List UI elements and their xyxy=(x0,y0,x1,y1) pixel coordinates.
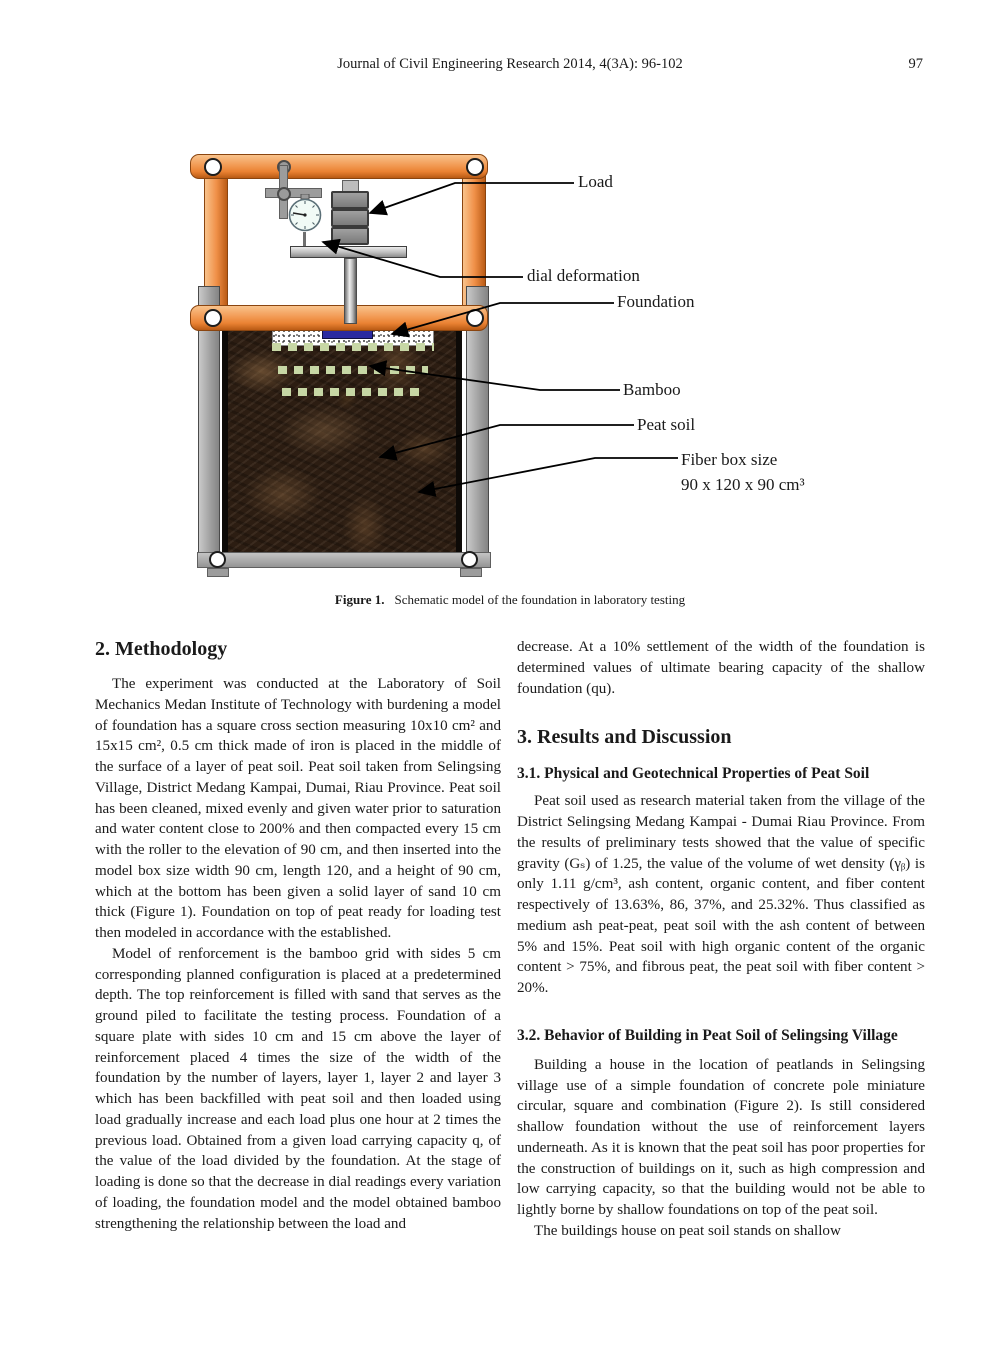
dial-support-arm xyxy=(265,188,322,198)
label-dial-deformation: dial deformation xyxy=(527,266,640,285)
figure-schematic: Load dial deformation Foundation Bamboo … xyxy=(190,140,950,600)
bamboo-row xyxy=(272,343,434,351)
figure-caption-text: Schematic model of the foundation in lab… xyxy=(394,592,686,607)
subsection-heading-3-1: 3.1. Physical and Geotechnical Propertie… xyxy=(517,765,870,783)
dial-gauge-face xyxy=(288,193,322,232)
label-fiber-box-line2: 90 x 120 x 90 cm³ xyxy=(681,475,805,494)
frame-mid-beam xyxy=(190,305,488,331)
figure-callout-arrows xyxy=(321,182,678,497)
bolt xyxy=(204,158,222,176)
dial-support-joint xyxy=(277,187,291,201)
frame-top-beam xyxy=(190,154,488,179)
loading-shaft xyxy=(344,258,357,324)
bolt xyxy=(209,551,226,568)
bolt xyxy=(461,551,478,568)
methodology-continuation: decrease. At a 10% settlement of the wid… xyxy=(517,639,925,697)
load-weight xyxy=(331,209,369,227)
figure-caption-label: Figure 1. xyxy=(334,592,385,607)
results-3-2-paragraph-2: The buildings house on peat soil stands … xyxy=(534,1222,841,1239)
column-right: decrease. At a 10% settlement of the wid… xyxy=(517,637,925,1242)
journal-title: Journal of Civil Engineering Research 20… xyxy=(337,56,683,72)
label-fiber-box: Fiber box size 90 x 120 x 90 cm³ xyxy=(681,447,805,497)
bolt xyxy=(204,309,222,327)
loading-plate xyxy=(290,246,407,258)
figure-caption: Figure 1. Schematic model of the foundati… xyxy=(95,592,925,608)
label-load: Load xyxy=(578,172,613,191)
bamboo-row xyxy=(278,366,428,374)
box-foot xyxy=(460,568,482,577)
page-header: Journal of Civil Engineering Research 20… xyxy=(95,56,925,76)
column-left: 2. Methodology The experiment was conduc… xyxy=(95,637,501,1234)
dial-gauge xyxy=(285,193,325,234)
section-heading-results: 3. Results and Discussion xyxy=(517,726,732,749)
dial-stem xyxy=(303,232,306,254)
subsection-heading-3-2: 3.2. Behavior of Building in Peat Soil o… xyxy=(517,1026,898,1044)
page-number: 97 xyxy=(908,56,924,72)
bamboo-row xyxy=(282,388,424,396)
results-3-1-paragraph: Peat soil used as research material take… xyxy=(517,793,925,996)
section-heading-methodology: 2. Methodology xyxy=(95,638,228,660)
label-bamboo: Bamboo xyxy=(623,380,681,399)
label-fiber-box-line1: Fiber box size xyxy=(681,450,778,469)
methodology-paragraph-1: The experiment was conducted at the Labo… xyxy=(95,676,501,941)
load-weight xyxy=(331,191,369,209)
methodology-paragraph-2: Model of renforcement is the bamboo grid… xyxy=(95,945,501,1232)
box-bottom-bar xyxy=(197,552,491,568)
label-peat-soil: Peat soil xyxy=(637,415,696,434)
label-foundation: Foundation xyxy=(617,292,695,311)
box-foot xyxy=(207,568,229,577)
bolt xyxy=(466,158,484,176)
results-3-2-paragraph-1: Building a house in the location of peat… xyxy=(517,1056,925,1218)
